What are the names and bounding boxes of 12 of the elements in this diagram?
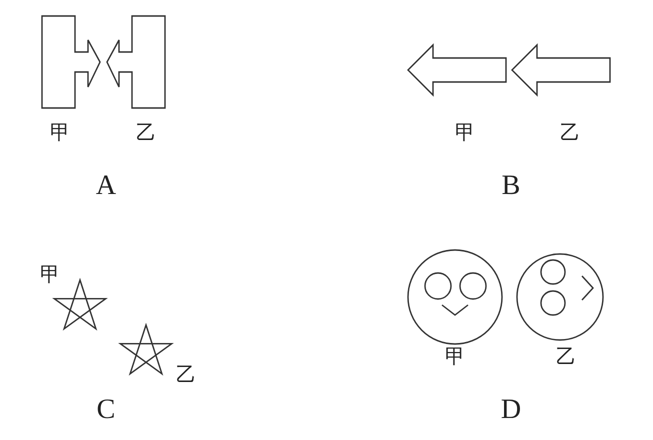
figure-label: 乙 [136,122,156,142]
figure-label: 甲 [445,346,465,366]
figure-label: 乙 [560,122,580,142]
figure-label: 甲 [455,122,475,142]
figure-label: 甲 [50,122,70,142]
figure-label: 乙 [556,346,576,366]
option-letter: B [502,172,520,200]
option-letter: C [96,396,116,424]
option-letter: D [500,396,522,424]
option-letter: A [96,172,116,200]
figure-label: 甲 [40,264,60,284]
figure-label: 乙 [176,364,196,384]
